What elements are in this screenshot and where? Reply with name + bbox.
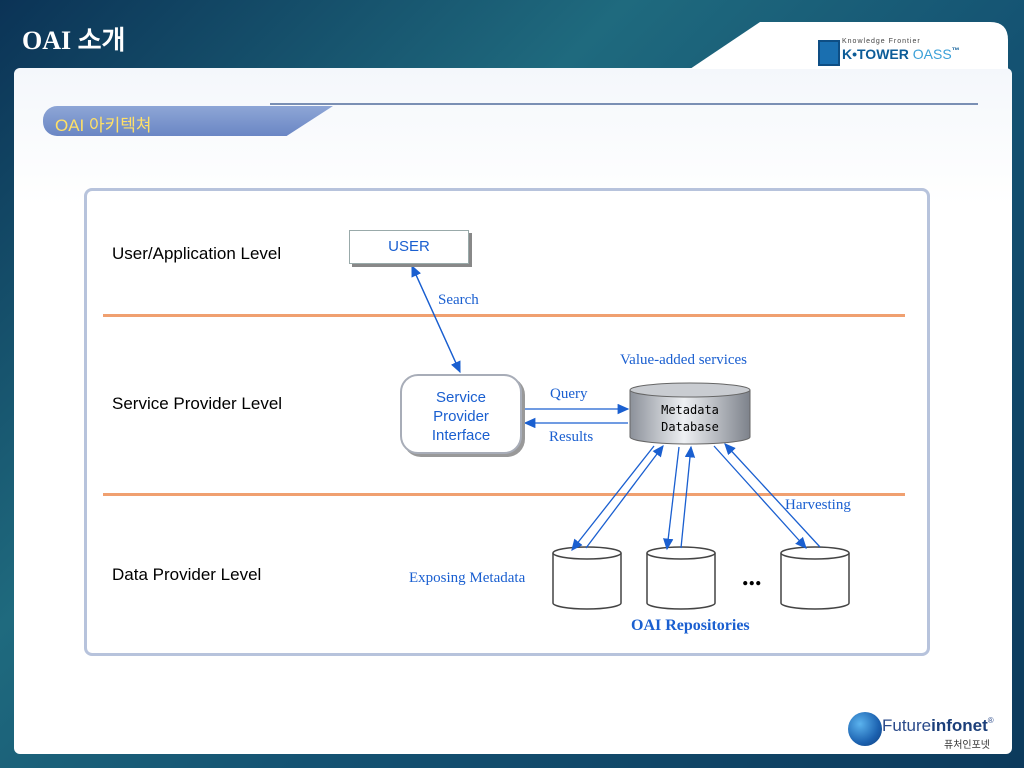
brand-name: K•TOWER OASS™ <box>842 46 960 62</box>
edge-label-harvesting: Harvesting <box>785 497 851 513</box>
slide-title: OAI 소개 <box>22 26 126 55</box>
level-label-data: Data Provider Level <box>112 565 262 584</box>
metadata-db-label: Metadata Database <box>630 402 750 436</box>
edge-label-search: Search <box>438 292 479 308</box>
arrow-db-to-repo1 <box>571 445 655 552</box>
service-provider-interface-node: Service Provider Interface <box>400 374 522 454</box>
spi-line-3: Interface <box>431 427 491 444</box>
section-pill <box>43 106 333 136</box>
level-divider-2 <box>103 493 905 496</box>
globe-icon <box>848 712 882 746</box>
level-label-user: User/Application Level <box>112 244 282 263</box>
label-exposing-metadata: Exposing Metadata <box>409 570 526 586</box>
arrow-spi-to-user <box>411 264 461 373</box>
db-line-1: Metadata <box>661 403 719 417</box>
edge-label-query: Query <box>550 386 588 402</box>
label-value-added: Value-added services <box>620 352 748 368</box>
brand-tagline: Knowledge Frontier <box>842 38 921 45</box>
level-divider-1 <box>103 314 905 317</box>
futureinfonet-logo: Futureinfonet® 퓨처인포넷 <box>848 712 998 752</box>
repository-cylinder-3 <box>780 546 850 610</box>
metadata-database-cylinder <box>629 382 751 445</box>
db-line-2: Database <box>661 420 719 434</box>
ktower-mark-icon <box>818 40 840 66</box>
level-label-service: Service Provider Level <box>112 394 283 413</box>
arrow-repo2-to-db <box>680 445 696 549</box>
edge-label-results: Results <box>549 429 594 445</box>
label-oai-repositories: OAI Repositories <box>631 617 750 634</box>
footer-brand-korean: 퓨처인포넷 <box>944 740 990 751</box>
arrow-db-to-repo3 <box>713 445 807 549</box>
more-repositories-ellipsis: ... <box>742 562 762 591</box>
section-rule <box>270 103 978 105</box>
arrow-repo3-to-db <box>724 443 821 548</box>
section-header: OAI 아키텍쳐 <box>43 106 333 136</box>
spi-line-2: Provider <box>433 408 489 425</box>
user-node: USER <box>349 230 469 264</box>
spi-line-1: Service <box>435 389 487 406</box>
ktower-logo: Knowledge Frontier K•TOWER OASS™ <box>818 38 960 66</box>
footer-brand: Futureinfonet® <box>882 716 994 735</box>
repository-cylinder-2 <box>646 546 716 610</box>
repository-cylinder-1 <box>552 546 622 610</box>
arrow-db-to-repo2 <box>663 446 680 551</box>
arrow-repo1-to-db <box>585 444 664 549</box>
section-label: OAI 아키텍쳐 <box>55 116 152 135</box>
